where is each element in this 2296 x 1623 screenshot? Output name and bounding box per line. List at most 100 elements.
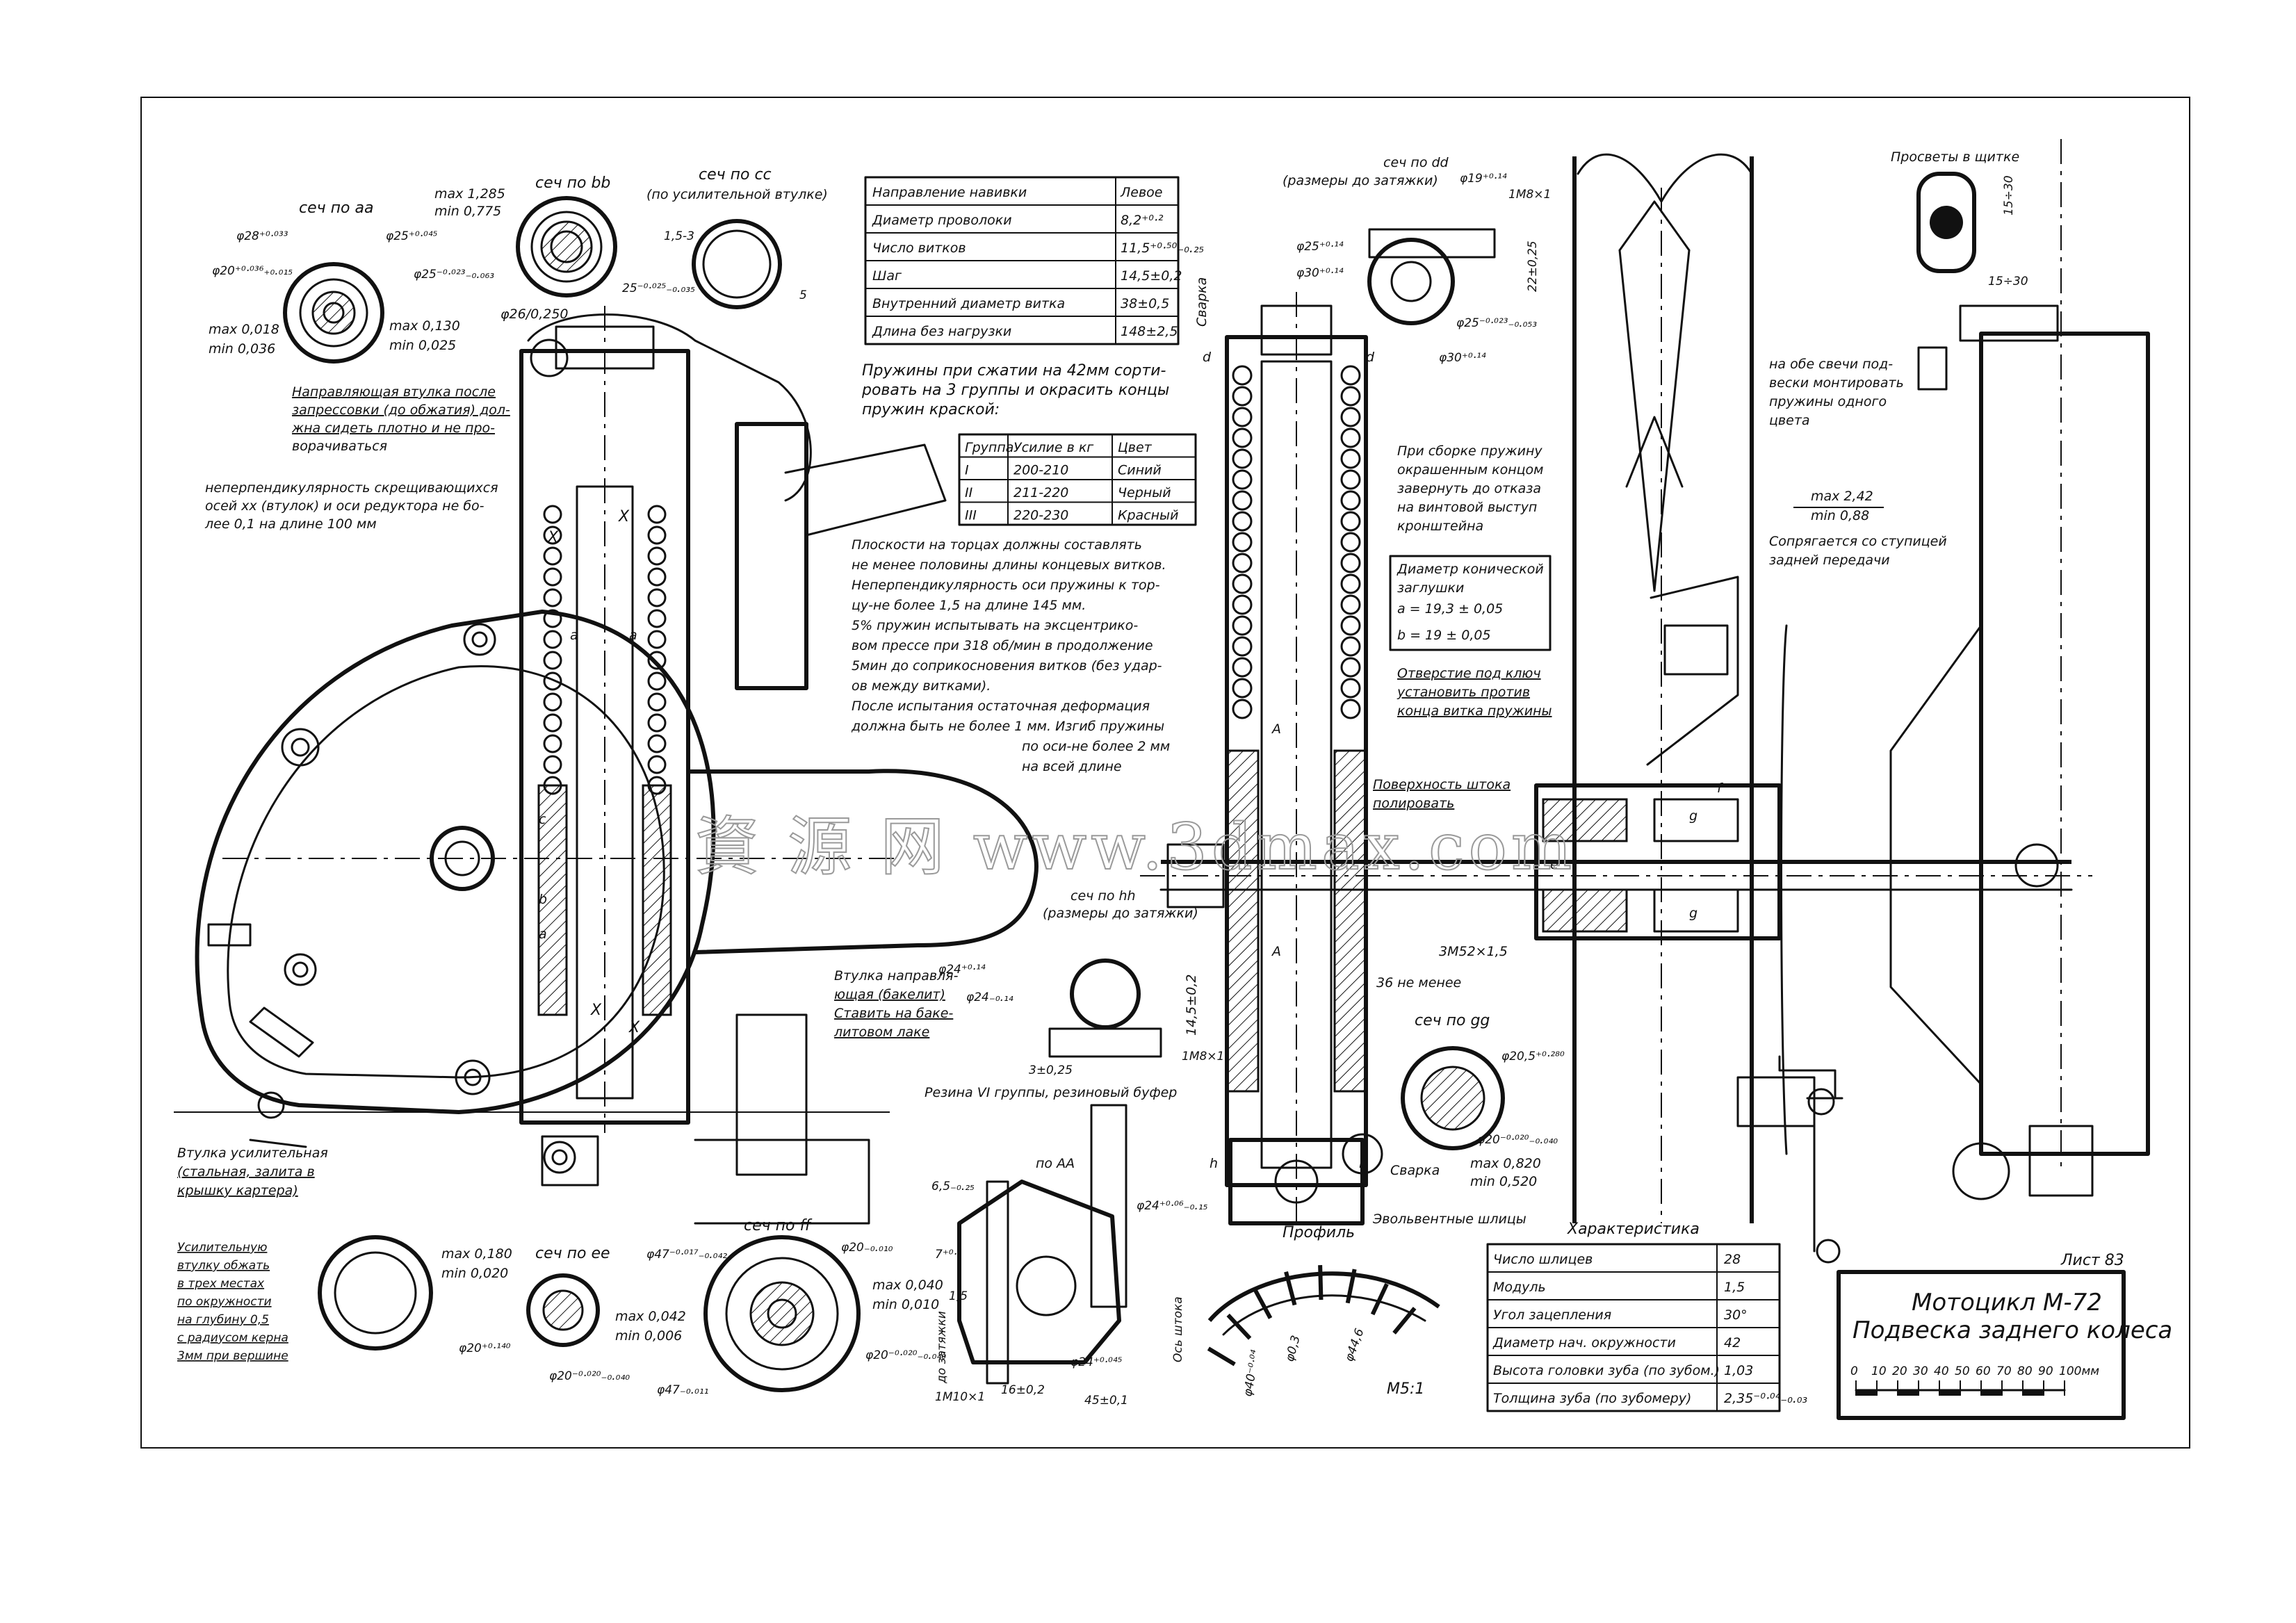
note-line: жна сидеть плотно и не про- (291, 421, 495, 436)
gear-tooth (1345, 1269, 1357, 1304)
coil-section (1340, 636, 1361, 657)
coil-section (647, 588, 667, 607)
coil-section (647, 630, 667, 649)
coil-section (543, 692, 562, 712)
note-line: задней передачи (1769, 553, 1890, 568)
characteristic-key: Угол зацепления (1493, 1307, 1611, 1323)
note-line: 3мм при вершине (177, 1349, 288, 1363)
watermark: 資 源 网 www.3dmax.com (695, 810, 1576, 884)
gear-tooth (1370, 1282, 1389, 1316)
group-table-cell: 220-230 (1013, 508, 1068, 523)
dim-label: φ20⁺⁰·¹⁴⁰ (459, 1341, 511, 1355)
note-line: литовом лаке (833, 1025, 929, 1040)
group-table-cell: I (965, 463, 969, 478)
coil-section (647, 713, 667, 733)
dim-label: max 0,820 (1470, 1156, 1541, 1171)
coil-section (1340, 615, 1361, 636)
coil-section (1340, 386, 1361, 407)
dim-label: 1,5-3 (664, 229, 694, 243)
dim-label: φ20⁻⁰·⁰²⁰₋₀.₀₄₀ (549, 1369, 630, 1383)
group-table-cell: Красный (1118, 508, 1178, 523)
note-line: Втулка усилительная (177, 1145, 328, 1161)
sheet-title: Мотоцикл М-72 (1912, 1289, 2102, 1316)
crimp-note: Усилительную втулку обжать в трех местах… (177, 1241, 288, 1363)
clearance-detail: Просветы в щитке 15÷30 15÷30 (1891, 149, 2028, 288)
characteristic-value: 28 (1724, 1252, 1741, 1267)
svg-text:X: X (618, 508, 630, 525)
note-line: ворачиваться (292, 439, 387, 454)
section-ee: сеч по ее φ20⁺⁰·¹⁴⁰ φ20⁻⁰·⁰²⁰₋₀.₀₄₀ max … (459, 1245, 686, 1383)
coil-section (1232, 365, 1253, 386)
svg-text:g: g (1689, 906, 1697, 921)
coil-section (1232, 490, 1253, 511)
coil-section (1340, 511, 1361, 532)
right-assembly: g g e f max 2,42 min 0,88 (1140, 139, 2150, 1264)
coil-section (1232, 636, 1253, 657)
group-table-cell: 211-220 (1013, 485, 1068, 500)
rod-surface-note: Поверхность штока полировать (1373, 777, 1511, 811)
dim-label: φ19⁺⁰·¹⁴ (1460, 172, 1507, 186)
coil-section (647, 671, 667, 691)
coil-section (543, 546, 562, 566)
dim-label: φ25⁻⁰·⁰²³₋₀.₀₆₃ (414, 268, 494, 282)
axis-rod-label: Ось штока (1171, 1296, 1185, 1362)
coil-section (1232, 657, 1253, 678)
characteristic-value: 1,03 (1724, 1363, 1753, 1378)
weld-label-bottom: Сварка (1390, 1163, 1440, 1178)
spring-note-line: не менее половины длины концевых витков. (852, 557, 1166, 573)
dim-label: φ40⁻⁰·⁰⁴ (1241, 1349, 1262, 1398)
dim-label: 6,5₋₀.₂₅ (931, 1180, 975, 1193)
thread-label: 3М52×1,5 (1439, 944, 1508, 959)
section-hh-note: (размеры до затяжки) (1043, 906, 1198, 921)
note-line: неперпендикулярность скрещивающихся (205, 480, 498, 496)
group-table-header: Усилие в кг (1013, 440, 1094, 455)
dim-label: φ30⁺⁰·¹⁴ (1439, 351, 1486, 365)
spring-note-line: ов между витками). (852, 678, 991, 694)
note-line: Ставить на баке- (834, 1006, 953, 1021)
dim-label: φ0,3 (1283, 1334, 1303, 1363)
svg-text:a: a (629, 628, 637, 643)
dim-label: φ20₋₀.₀₁₀ (841, 1241, 893, 1255)
coil-section (1232, 573, 1253, 594)
note-line: завернуть до отказа (1397, 481, 1541, 496)
note-line: Пружины при сжатии на 42мм сорти- (862, 362, 1166, 380)
profile-scale: M5:1 (1387, 1380, 1424, 1398)
dim-label: 1М8×1 (1182, 1050, 1224, 1063)
title-block: Лист 83 Мотоцикл М-72 Подвеска заднего к… (1837, 1252, 2172, 1420)
spring-table-key: Шаг (872, 268, 902, 284)
coil-section (1340, 490, 1361, 511)
reinforced-bush-detail: max 0,180 min 0,020 (318, 1235, 512, 1351)
scale-segment (1898, 1390, 1919, 1396)
dim-label: 5 (799, 288, 807, 302)
coil-section (1232, 407, 1253, 427)
spark-plug-note: на обе свечи под- вески монтировать пруж… (1769, 357, 1904, 428)
spring-note-line: на всей длине (1022, 759, 1122, 774)
coil-section (1340, 553, 1361, 573)
dim-label: φ28⁺⁰·⁰³³ (236, 229, 288, 243)
spring-table-key: Внутренний диаметр витка (872, 296, 1065, 311)
coil-section (1340, 573, 1361, 594)
coil-section (543, 525, 562, 545)
perp-note: неперпендикулярность скрещивающихся осей… (204, 480, 498, 532)
spring-note-line: вом прессе при 318 об/мин в продолжение (852, 638, 1153, 653)
min36-label: 36 не менее (1376, 975, 1461, 990)
sheet-frame (140, 97, 2190, 1449)
dim-label: 16±0,2 (1001, 1383, 1045, 1397)
coil-section (647, 609, 667, 628)
section-ee-label: сеч по ее (535, 1245, 610, 1262)
gear-tooth (1226, 1313, 1252, 1340)
left-assembly: X X X X a a c b a (174, 306, 1039, 1225)
characteristic-key: Толщина зуба (по зубомеру) (1493, 1391, 1691, 1406)
dim-label: φ20⁺⁰·⁰³⁶₊₀.₀₁₅ (212, 264, 293, 278)
section-cc-note: (по усилительной втулке) (646, 187, 828, 202)
dim-label: 1М8×1 (1508, 188, 1551, 202)
coil-section (647, 755, 667, 774)
note-line: в трех местах (177, 1277, 265, 1291)
coil-section (1340, 365, 1361, 386)
note-line: установить против (1397, 685, 1530, 700)
spring-table-key: Длина без нагрузки (872, 324, 1011, 339)
dim-label: 1,5 (949, 1289, 968, 1303)
spring-assembly-note: φ26/0,250 При сборке пружину окрашенным … (1397, 443, 1544, 534)
